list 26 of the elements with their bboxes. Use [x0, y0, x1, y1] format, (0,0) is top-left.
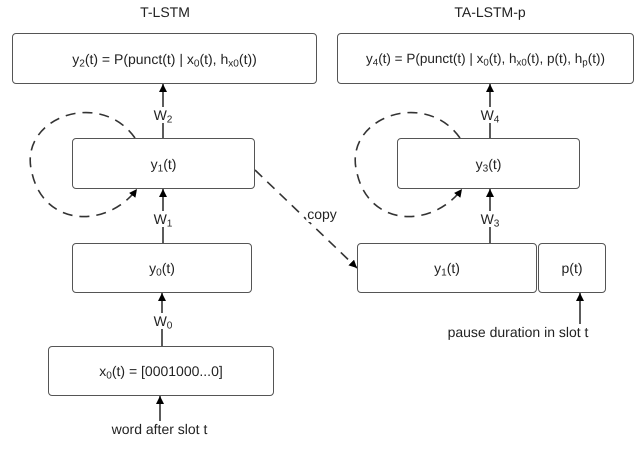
edge-label: W$_{0}$ [152, 313, 174, 329]
input-label: pause duration in slot t [433, 324, 603, 344]
dashed-arrow [254, 169, 358, 269]
layer-box: y$_{1}$(t) [357, 243, 537, 293]
model-title: TA-LSTM-p [454, 4, 526, 20]
input-label: word after slot t [103, 421, 216, 441]
edge-label: W$_{2}$ [152, 107, 174, 123]
arrow [159, 84, 167, 138]
layer-box: y$_{4}$(t) = P(punct(t) | x$_{0}$(t), h$_{x0}$(t), p(t), h$_{p}$(t)) [337, 33, 634, 84]
arrow [486, 84, 494, 138]
layer-box: p(t) [538, 243, 606, 293]
arrow [156, 396, 164, 421]
layer-box: y$_{0}$(t) [72, 243, 252, 293]
edge-label: W$_{1}$ [152, 211, 174, 227]
edge-label: W$_{4}$ [480, 107, 500, 123]
dashed-arrow [354, 112, 463, 218]
model-title: T-LSTM [140, 4, 190, 20]
layer-box: y$_{3}$(t) [397, 138, 580, 189]
layer-box: y$_{1}$(t) [72, 138, 255, 189]
arrow [159, 189, 167, 243]
dashed-arrow [30, 112, 138, 218]
arrow [576, 293, 584, 324]
arrow [486, 189, 494, 243]
layer-box: y$_{2}$(t) = P(punct(t) | x$_{0}$(t), h$_{x0}$(t)) [12, 33, 317, 84]
layer-box: x$_{0}$(t) = [0001000...0] [48, 346, 274, 396]
edge-label: W$_{3}$ [480, 211, 500, 227]
